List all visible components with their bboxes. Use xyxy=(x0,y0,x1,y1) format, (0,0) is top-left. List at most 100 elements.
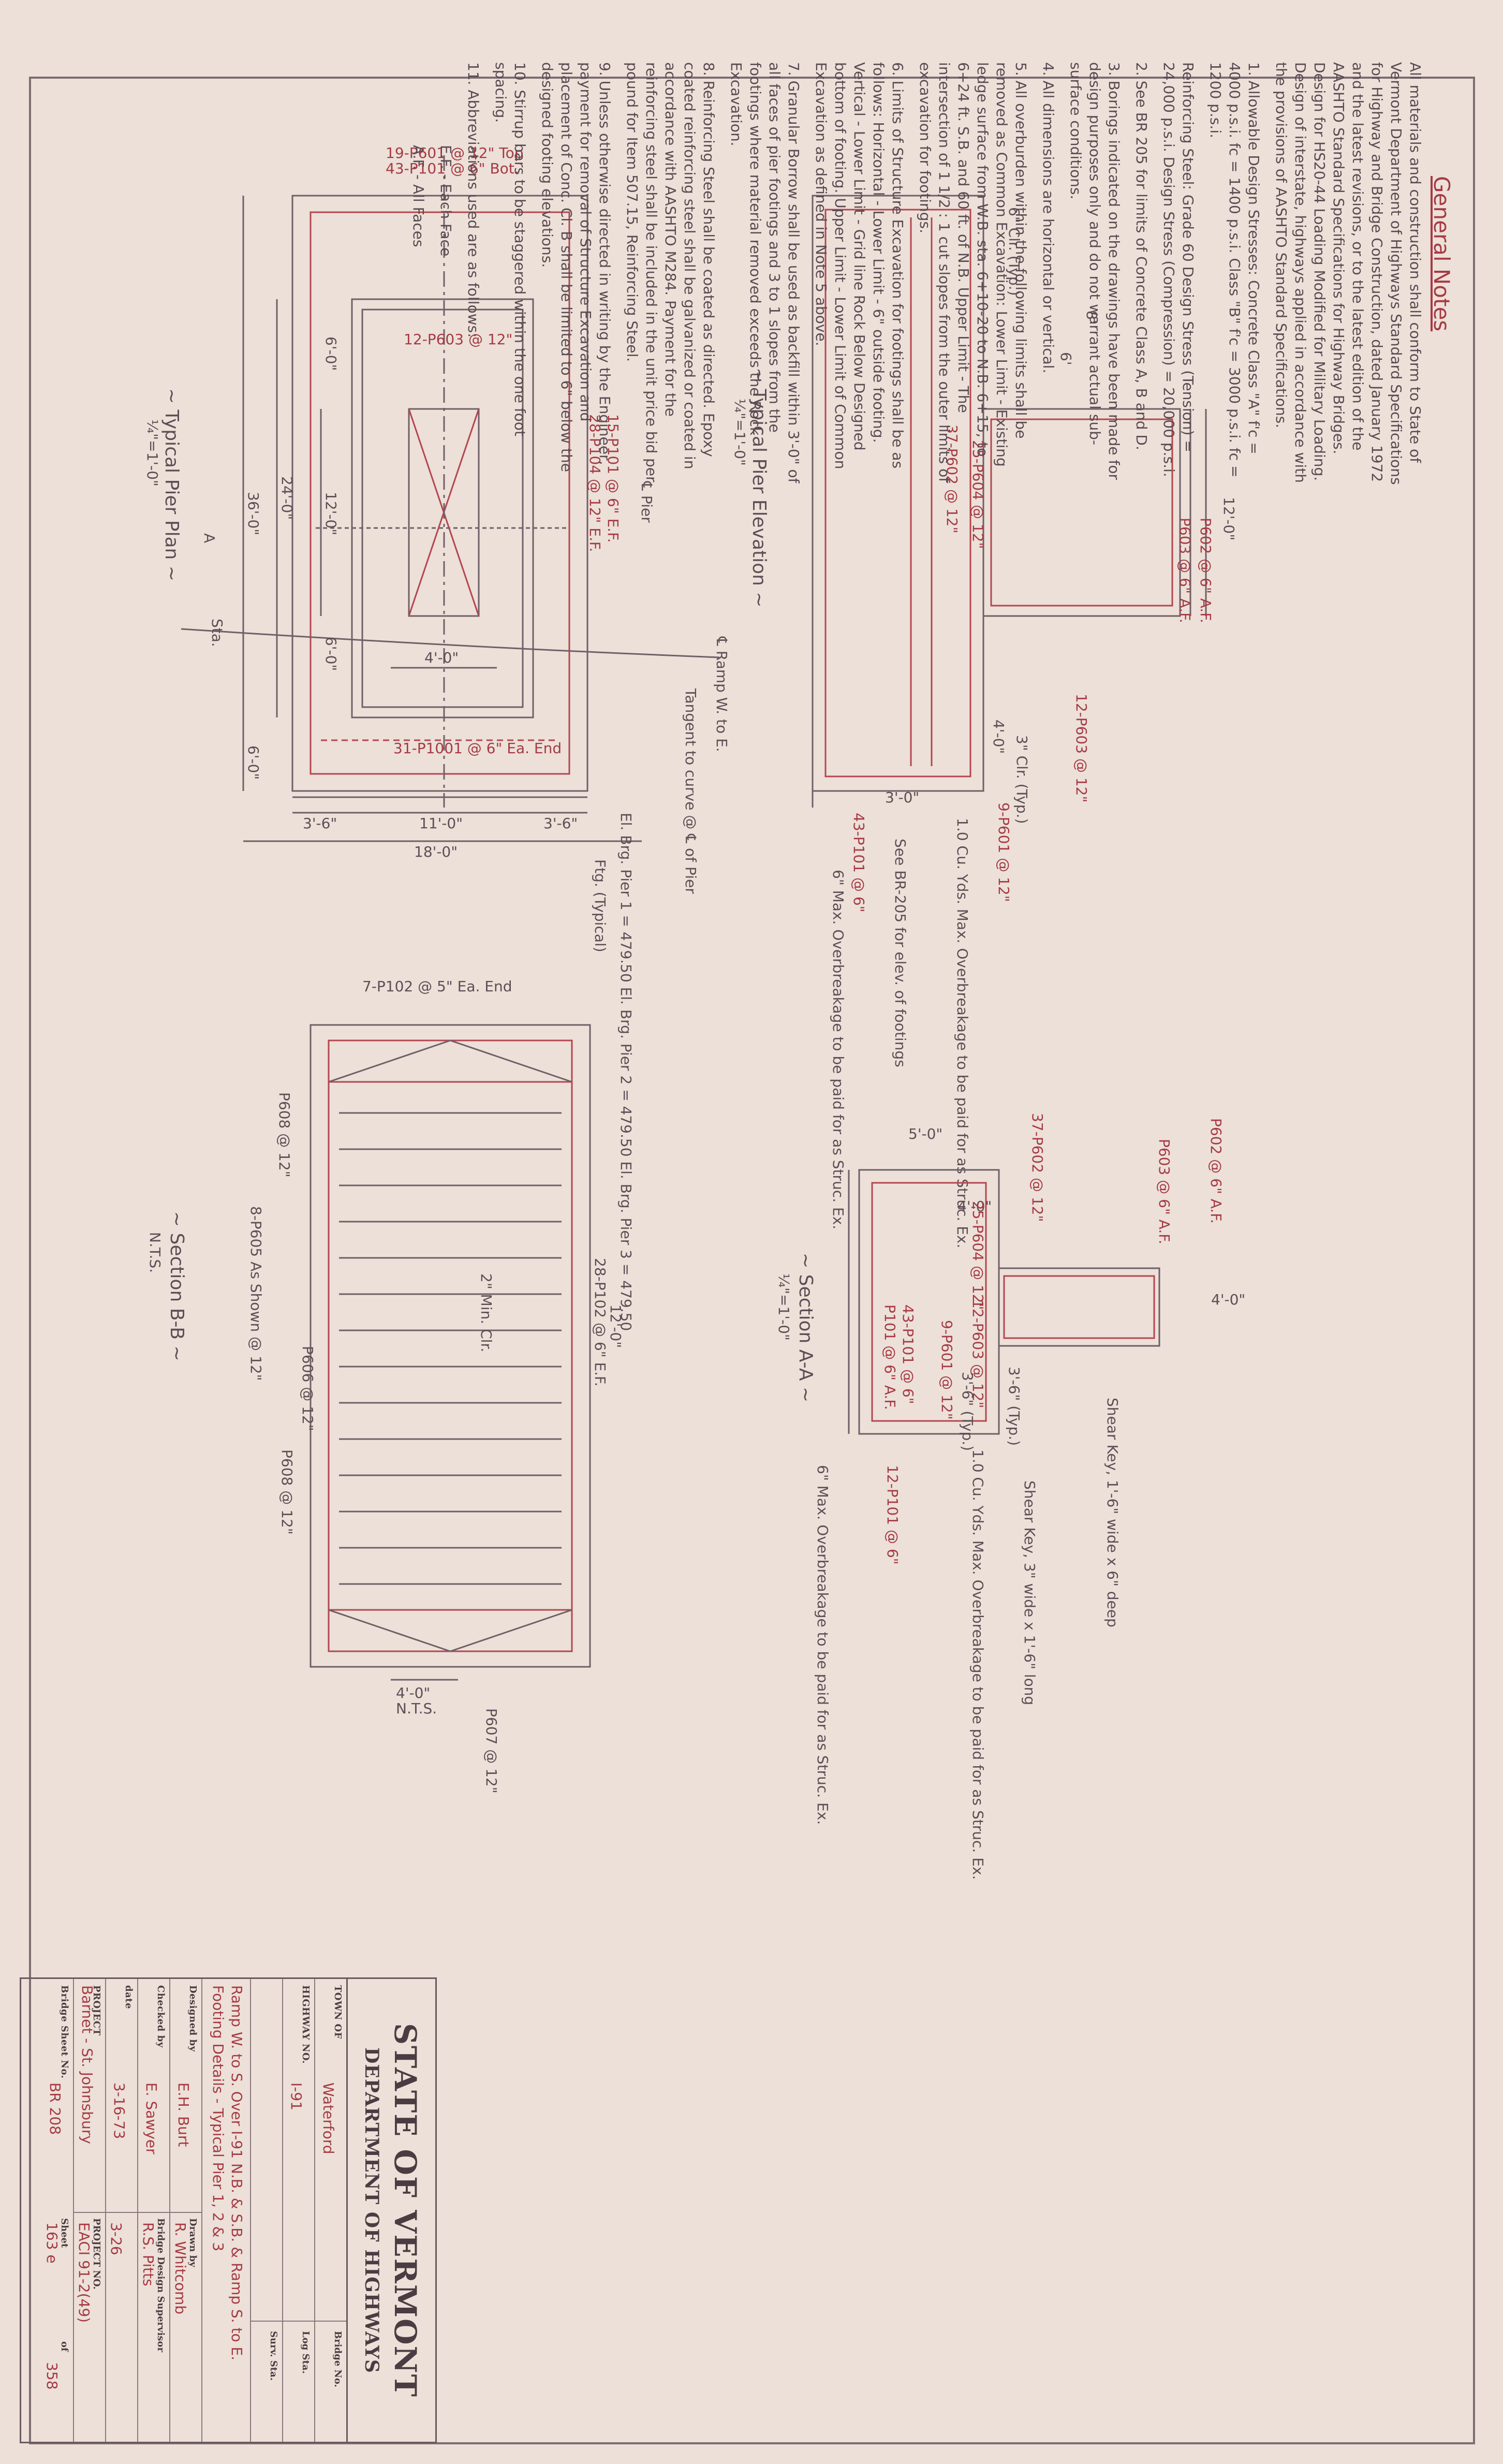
plan-dim-6b: 6'-0" xyxy=(322,637,340,671)
notes-heading: General Notes xyxy=(1429,176,1454,332)
bb-lbl-b: P608 @ 12" xyxy=(276,1092,293,1178)
plan-dim-24: 24'-0" xyxy=(278,476,296,520)
drawing-line xyxy=(328,1039,451,1083)
tb-row-dates: date 3-16-73 3-26 xyxy=(105,1979,137,2442)
note-11: 11. Abbreviations used are as follows: xyxy=(465,62,482,338)
elev-footing-bars xyxy=(824,209,971,778)
table-divider xyxy=(74,2212,105,2213)
plan-scale: ¼"=1'-0" xyxy=(144,419,161,487)
note-8: 8. Reinforcing Steel shall be coated as … xyxy=(624,62,717,482)
plan-bars-side2: 15-P101 @ 6" E.F. xyxy=(605,414,622,543)
elev-scale: ¼"=1'-0" xyxy=(731,399,748,466)
date-label: date xyxy=(123,1985,134,2010)
tb-row-checked: Checked by E. Sawyer Bridge Design Super… xyxy=(137,1979,169,2442)
sheet-label: Sheet xyxy=(59,2218,70,2248)
bb-outline xyxy=(310,1024,591,1668)
aa-stem xyxy=(998,1267,1160,1347)
aa-bars-g: 43-P101 @ 6" xyxy=(900,1304,917,1404)
elev-bars-f: 9-P601 @ 12" xyxy=(995,802,1012,902)
table-divider xyxy=(315,2321,346,2322)
bb-dim-4: 4'-0" xyxy=(396,1684,430,1702)
designed-label: Designed by xyxy=(187,1985,198,2052)
plan-dim-18: 18'-0" xyxy=(414,843,458,860)
aa-bars-a: 37-P602 @ 12" xyxy=(1029,1113,1046,1222)
plan-dim-36c: 3'-6" xyxy=(543,815,578,832)
elev-note-1: 1.0 Cu. Yds. Max. Overbreakage to be pai… xyxy=(954,818,971,1248)
tb-row-project: PROJECT Barnet - St. Johnsbury PROJECT N… xyxy=(73,1979,105,2442)
town-value: Waterford xyxy=(320,2082,337,2154)
elev-bars-g: 43-P101 @ 6" xyxy=(850,813,867,913)
plan-title: ~ Typical Pier Plan ~ xyxy=(161,388,182,581)
aa-dim-36: 3'-6" (Typ.) xyxy=(1006,1367,1023,1446)
aa-bars-d: P603 @ 6" A.F. xyxy=(1156,1139,1173,1244)
sheet-no-value: BR 208 xyxy=(47,2082,64,2135)
elev-dim-top: 12'-0" xyxy=(1220,497,1237,540)
bb-clr: 2" Min. Clr. xyxy=(478,1273,495,1352)
bb-lbl-f: P608 @ 12" xyxy=(278,1449,296,1535)
note-1b: Reinforcing Steel: Grade 60 Design Stres… xyxy=(1160,62,1197,477)
plan-tangent: Tangent to curve @ ℄ of Pier xyxy=(682,688,699,894)
bb-scale: N.T.S. xyxy=(146,1232,164,1273)
highway-label: HIGHWAY NO. xyxy=(300,1985,311,2064)
bridge-no-label: Bridge No. xyxy=(332,2331,343,2387)
elev-cl-typ: 3" Clr. (Typ.) xyxy=(1013,735,1030,824)
note-10: 10. Stirrup bars to be staggered within … xyxy=(492,62,528,436)
table-divider xyxy=(106,2212,137,2213)
aa-dim-5: 5'-0" xyxy=(908,1125,942,1142)
date-2: 3-26 xyxy=(108,2222,125,2255)
aa-bars-i: 12-P101 @ 6" xyxy=(884,1465,901,1565)
aa-key-b: Shear Key, 3" wide x 1'-6" long xyxy=(1021,1480,1038,1705)
bb-lbl-a: 7-P102 @ 5" Ea. End xyxy=(362,978,512,995)
bds-label: Bridge Design Supervisor xyxy=(155,2218,166,2352)
sheet-no-label: Bridge Sheet No. xyxy=(59,1985,70,2079)
drawing-line xyxy=(1003,1275,1155,1339)
tb-row-survey: Surv. Sta. xyxy=(250,1979,282,2442)
highway-value: I-91 xyxy=(288,2082,305,2110)
abbrev-ef: E.F. - Each Face xyxy=(437,145,454,257)
aa-dim-36b: 3'-6" (Typ.) xyxy=(959,1372,976,1451)
bb-stirrups xyxy=(339,1112,562,1585)
sheet-border xyxy=(29,77,1475,2444)
project-no-label: PROJECT NO. xyxy=(91,2218,102,2290)
drawing-line xyxy=(990,418,1173,607)
aa-bars-f: 9-P601 @ 12" xyxy=(938,1320,955,1420)
note-5: 5. All overburden within the following l… xyxy=(917,62,1029,483)
note-2: 2. See BR 205 for limits of Concrete Cla… xyxy=(1133,62,1150,450)
elev-see-br: See BR-205 for elev. of footings xyxy=(892,839,909,1067)
plan-pier-cl: ℄ Pier xyxy=(638,481,655,523)
sheet-of: of xyxy=(59,2341,70,2352)
plan-pier-outline xyxy=(351,298,534,718)
town-label: TOWN OF xyxy=(332,1985,343,2039)
plan-ramp-cl: ℄ Ramp W. to E. xyxy=(713,636,730,752)
checked-value: E. Sawyer xyxy=(143,2082,160,2154)
drawing-line xyxy=(450,1609,572,1652)
bb-lbl-e: 28-P102 @ 6" E.F. xyxy=(592,1258,609,1387)
note-6: 6. Limits of Structure Excavation for fo… xyxy=(813,62,906,470)
table-divider xyxy=(283,2321,314,2322)
plan-elev-table: El. Brg. Pier 1 = 479.50 El. Brg. Pier 2… xyxy=(617,813,635,1331)
general-notes: General Notes All materials and construc… xyxy=(401,62,1454,487)
drawing-line xyxy=(871,1182,987,1422)
checked-label: Checked by xyxy=(155,1985,166,2048)
note-3: 3. Borings indicated on the drawings hav… xyxy=(1067,62,1123,480)
plan-bars-bot: 43-P101 @ 6" Bot. xyxy=(386,160,519,177)
pier-plan: 19-P601 @ 12" Top 43-P101 @ 6" Bot. 12-P… xyxy=(144,144,730,1331)
desc-line-2: Footing Details - Typical Pier 1, 2 & 3 xyxy=(210,1985,227,2252)
bb-lbl-g: P607 @ 12" xyxy=(483,1708,500,1794)
state-name: STATE OF VERMONT xyxy=(388,2023,423,2398)
desc-value: Ramp W. to S. Over I-91 N.B. & S.B. & Ra… xyxy=(209,1985,246,2360)
plan-bars-top: 19-P601 @ 12" Top xyxy=(386,144,524,162)
project-no-value: EACI 91-2(49) xyxy=(76,2222,93,2323)
title-block-header: STATE OF VERMONT DEPARTMENT OF HIGHWAYS xyxy=(346,1979,435,2442)
plan-footing-inner xyxy=(310,211,570,775)
section-bb: 7-P102 @ 5" Ea. End P608 @ 12" 8-P605 As… xyxy=(146,978,624,1794)
tb-row-town: TOWN OF Waterford Bridge No. xyxy=(314,1979,346,2442)
note-7: 7. Granular Borrow shall be used as back… xyxy=(728,62,802,483)
survey-sta-label: Surv. Sta. xyxy=(268,2331,279,2381)
aa-note-2: 6" Max. Overbreakage to be paid for as S… xyxy=(814,1465,831,1825)
aa-bars-e: 12-P603 @ 12" xyxy=(969,1299,986,1408)
log-sta-label: Log Sta. xyxy=(300,2331,311,2374)
tb-row-sheet: Bridge Sheet No. BR 208 Sheet 163 e of 3… xyxy=(41,1979,73,2442)
aa-title: ~ Section A-A ~ xyxy=(795,1253,816,1402)
table-divider xyxy=(138,2212,169,2213)
